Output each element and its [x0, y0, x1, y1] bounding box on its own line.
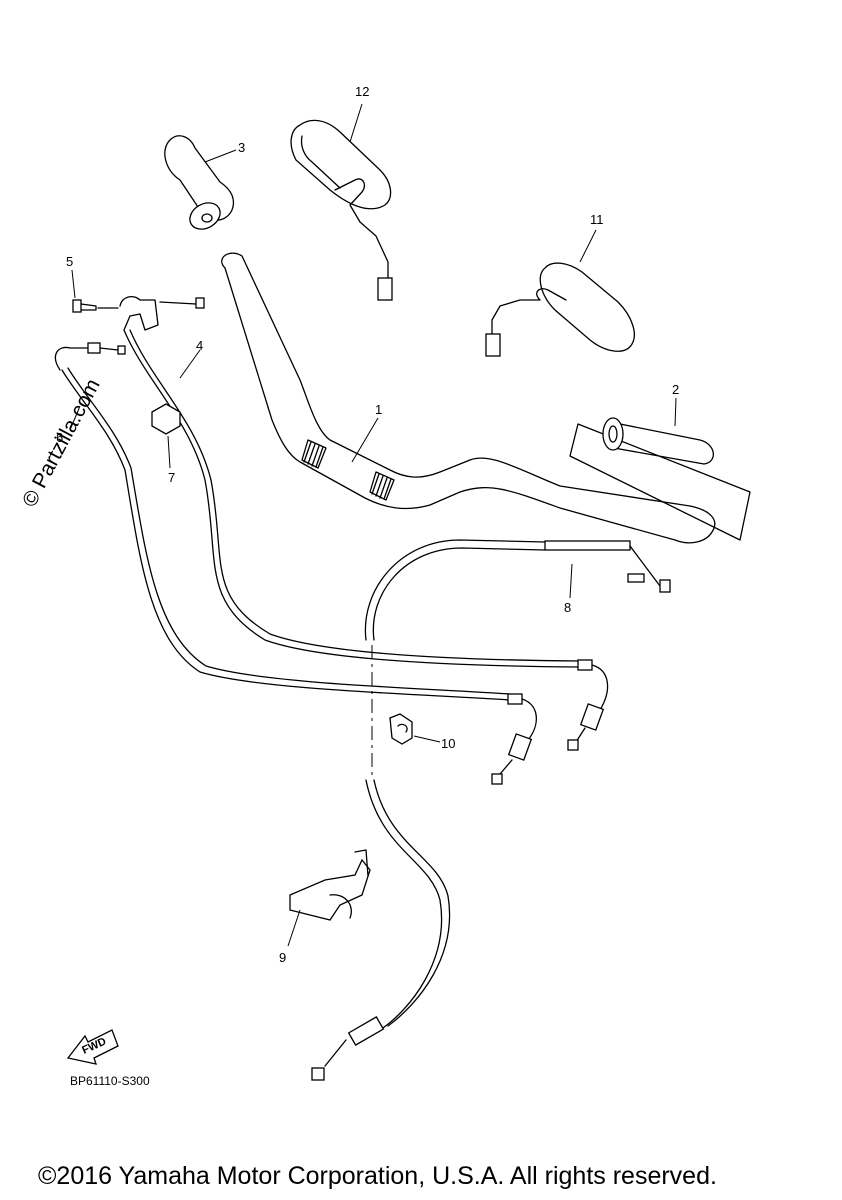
fwd-arrow: FWD	[66, 1029, 119, 1065]
callout-11: 11	[590, 212, 604, 227]
knurl-right	[369, 471, 395, 501]
callout-5: 5	[66, 254, 73, 269]
callout-8: 8	[564, 600, 571, 615]
clutch-cable[interactable]	[364, 539, 671, 641]
knurl-left	[301, 439, 327, 469]
callout-9: 9	[279, 950, 286, 965]
callout-2: 2	[672, 382, 679, 397]
callout-7: 7	[168, 470, 175, 485]
left-grip[interactable]	[569, 397, 751, 541]
cable-end-6[interactable]	[491, 693, 537, 785]
copyright-notice: ©2016 Yamaha Motor Corporation, U.S.A. A…	[38, 1162, 717, 1190]
callout-1: 1	[375, 402, 382, 417]
bolt[interactable]	[71, 269, 97, 313]
callout-4: 4	[196, 338, 203, 353]
callout-12: 12	[355, 84, 369, 99]
callout-6: 6	[56, 430, 63, 445]
handlebar[interactable]	[221, 252, 716, 544]
callout-10: 10	[441, 736, 455, 751]
left-mirror[interactable]	[485, 229, 635, 357]
cable-clamp[interactable]	[389, 713, 441, 745]
cable-end-4[interactable]	[567, 659, 609, 751]
throttle-grip[interactable]	[164, 135, 237, 235]
throttle-cable-return[interactable]	[54, 342, 511, 701]
callout-3: 3	[238, 140, 245, 155]
right-mirror[interactable]	[290, 103, 393, 301]
diagram-code: BP61110-S300	[70, 1074, 150, 1088]
switch-bracket[interactable]	[287, 849, 371, 947]
adjuster-nut[interactable]	[151, 403, 181, 469]
throttle-cable-pull[interactable]	[123, 329, 581, 668]
cable-holder-bracket[interactable]	[97, 295, 205, 331]
clutch-cable-lower[interactable]	[311, 779, 451, 1081]
